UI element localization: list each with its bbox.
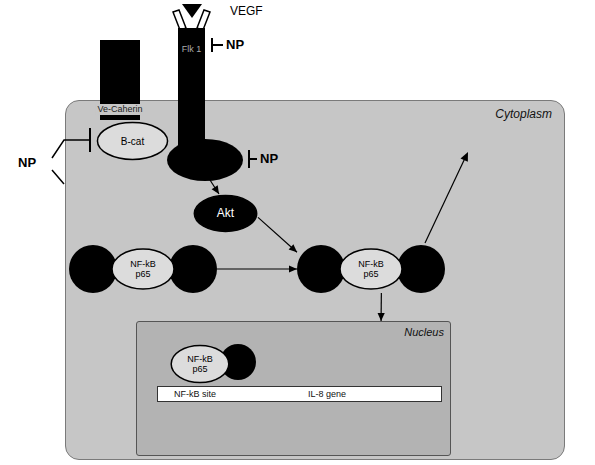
inhibitor-label: NP — [226, 37, 244, 52]
arrow-head — [460, 152, 468, 162]
receptor-arms — [173, 10, 210, 30]
region-label: Cytoplasm — [495, 107, 552, 121]
protein-ellipse: Akt — [193, 194, 258, 233]
subunit-circle — [169, 245, 217, 293]
signal-arrow — [378, 293, 385, 321]
subunit-circle — [397, 245, 445, 293]
inhibitor-label: NP — [18, 155, 36, 170]
signal-arrow — [217, 265, 297, 272]
ellipse-outline — [97, 123, 167, 160]
arrow-head — [289, 265, 297, 272]
arrow-line — [258, 217, 297, 252]
subunit-circle — [69, 245, 117, 293]
receptor-label: Flk 1 — [178, 44, 205, 55]
arrow-head — [378, 313, 385, 321]
ellipse-outline — [340, 249, 402, 289]
region-label: Nucleus — [404, 326, 444, 338]
receptor-bar: Flk 1 — [170, 8, 214, 152]
receptor-bar: Ve-Caherin — [85, 40, 155, 120]
arrow-head — [289, 244, 297, 252]
bracket — [52, 140, 89, 184]
inhibition-line — [212, 44, 223, 46]
arrow-line — [217, 268, 297, 269]
arrow-line — [425, 156, 466, 243]
dna-band: NF-kB site IL-8 gene — [157, 386, 442, 402]
text-holder: NF-kB p65 — [340, 249, 402, 289]
ellipse-outline — [112, 249, 174, 289]
ellipse-outline — [171, 346, 229, 383]
inhibitor-label: NP — [260, 151, 278, 166]
protein-name: Akt — [217, 207, 234, 220]
receptor-label: Ve-Caherin — [95, 104, 144, 115]
illustration-group — [52, 4, 468, 243]
gene-label: IL-8 gene — [308, 388, 346, 400]
protein-ellipse: NF-kB p65 — [170, 344, 230, 384]
protein-name: NF-kB p65 — [354, 259, 388, 279]
subunit-circle — [297, 245, 345, 293]
site-label: NF-kB site — [174, 388, 216, 400]
protein-name: B-cat — [121, 136, 144, 147]
ligand-label: VEGF — [230, 4, 263, 18]
ellipse-outline — [194, 196, 256, 232]
arrow-line — [192, 152, 219, 194]
protein-complex: NF-kB p65 — [297, 245, 445, 293]
arrow-head — [212, 185, 219, 194]
signal-arrow — [192, 152, 219, 194]
protein-ellipse: B-cat — [96, 121, 169, 161]
shape-outline — [170, 8, 214, 152]
protein-complex: NF-kB p65 — [69, 245, 217, 293]
ligand-triangle — [182, 4, 202, 18]
inhibition-bar — [89, 128, 91, 152]
nucleus-box: NucleusNF-kB p65NF-kB site IL-8 gene — [136, 321, 451, 456]
signal-arrow — [258, 217, 297, 252]
text-holder: NF-kB p65 — [112, 249, 174, 289]
receptor-bar-shape — [178, 28, 205, 152]
inhibition-line — [249, 158, 257, 160]
protein-name: NF-kB p65 — [183, 354, 217, 374]
protein-name: NF-kB p65 — [126, 259, 160, 279]
cell-body: CytoplasmB-catAktNF-kB p65NF-kB p65Nucle… — [65, 100, 565, 460]
